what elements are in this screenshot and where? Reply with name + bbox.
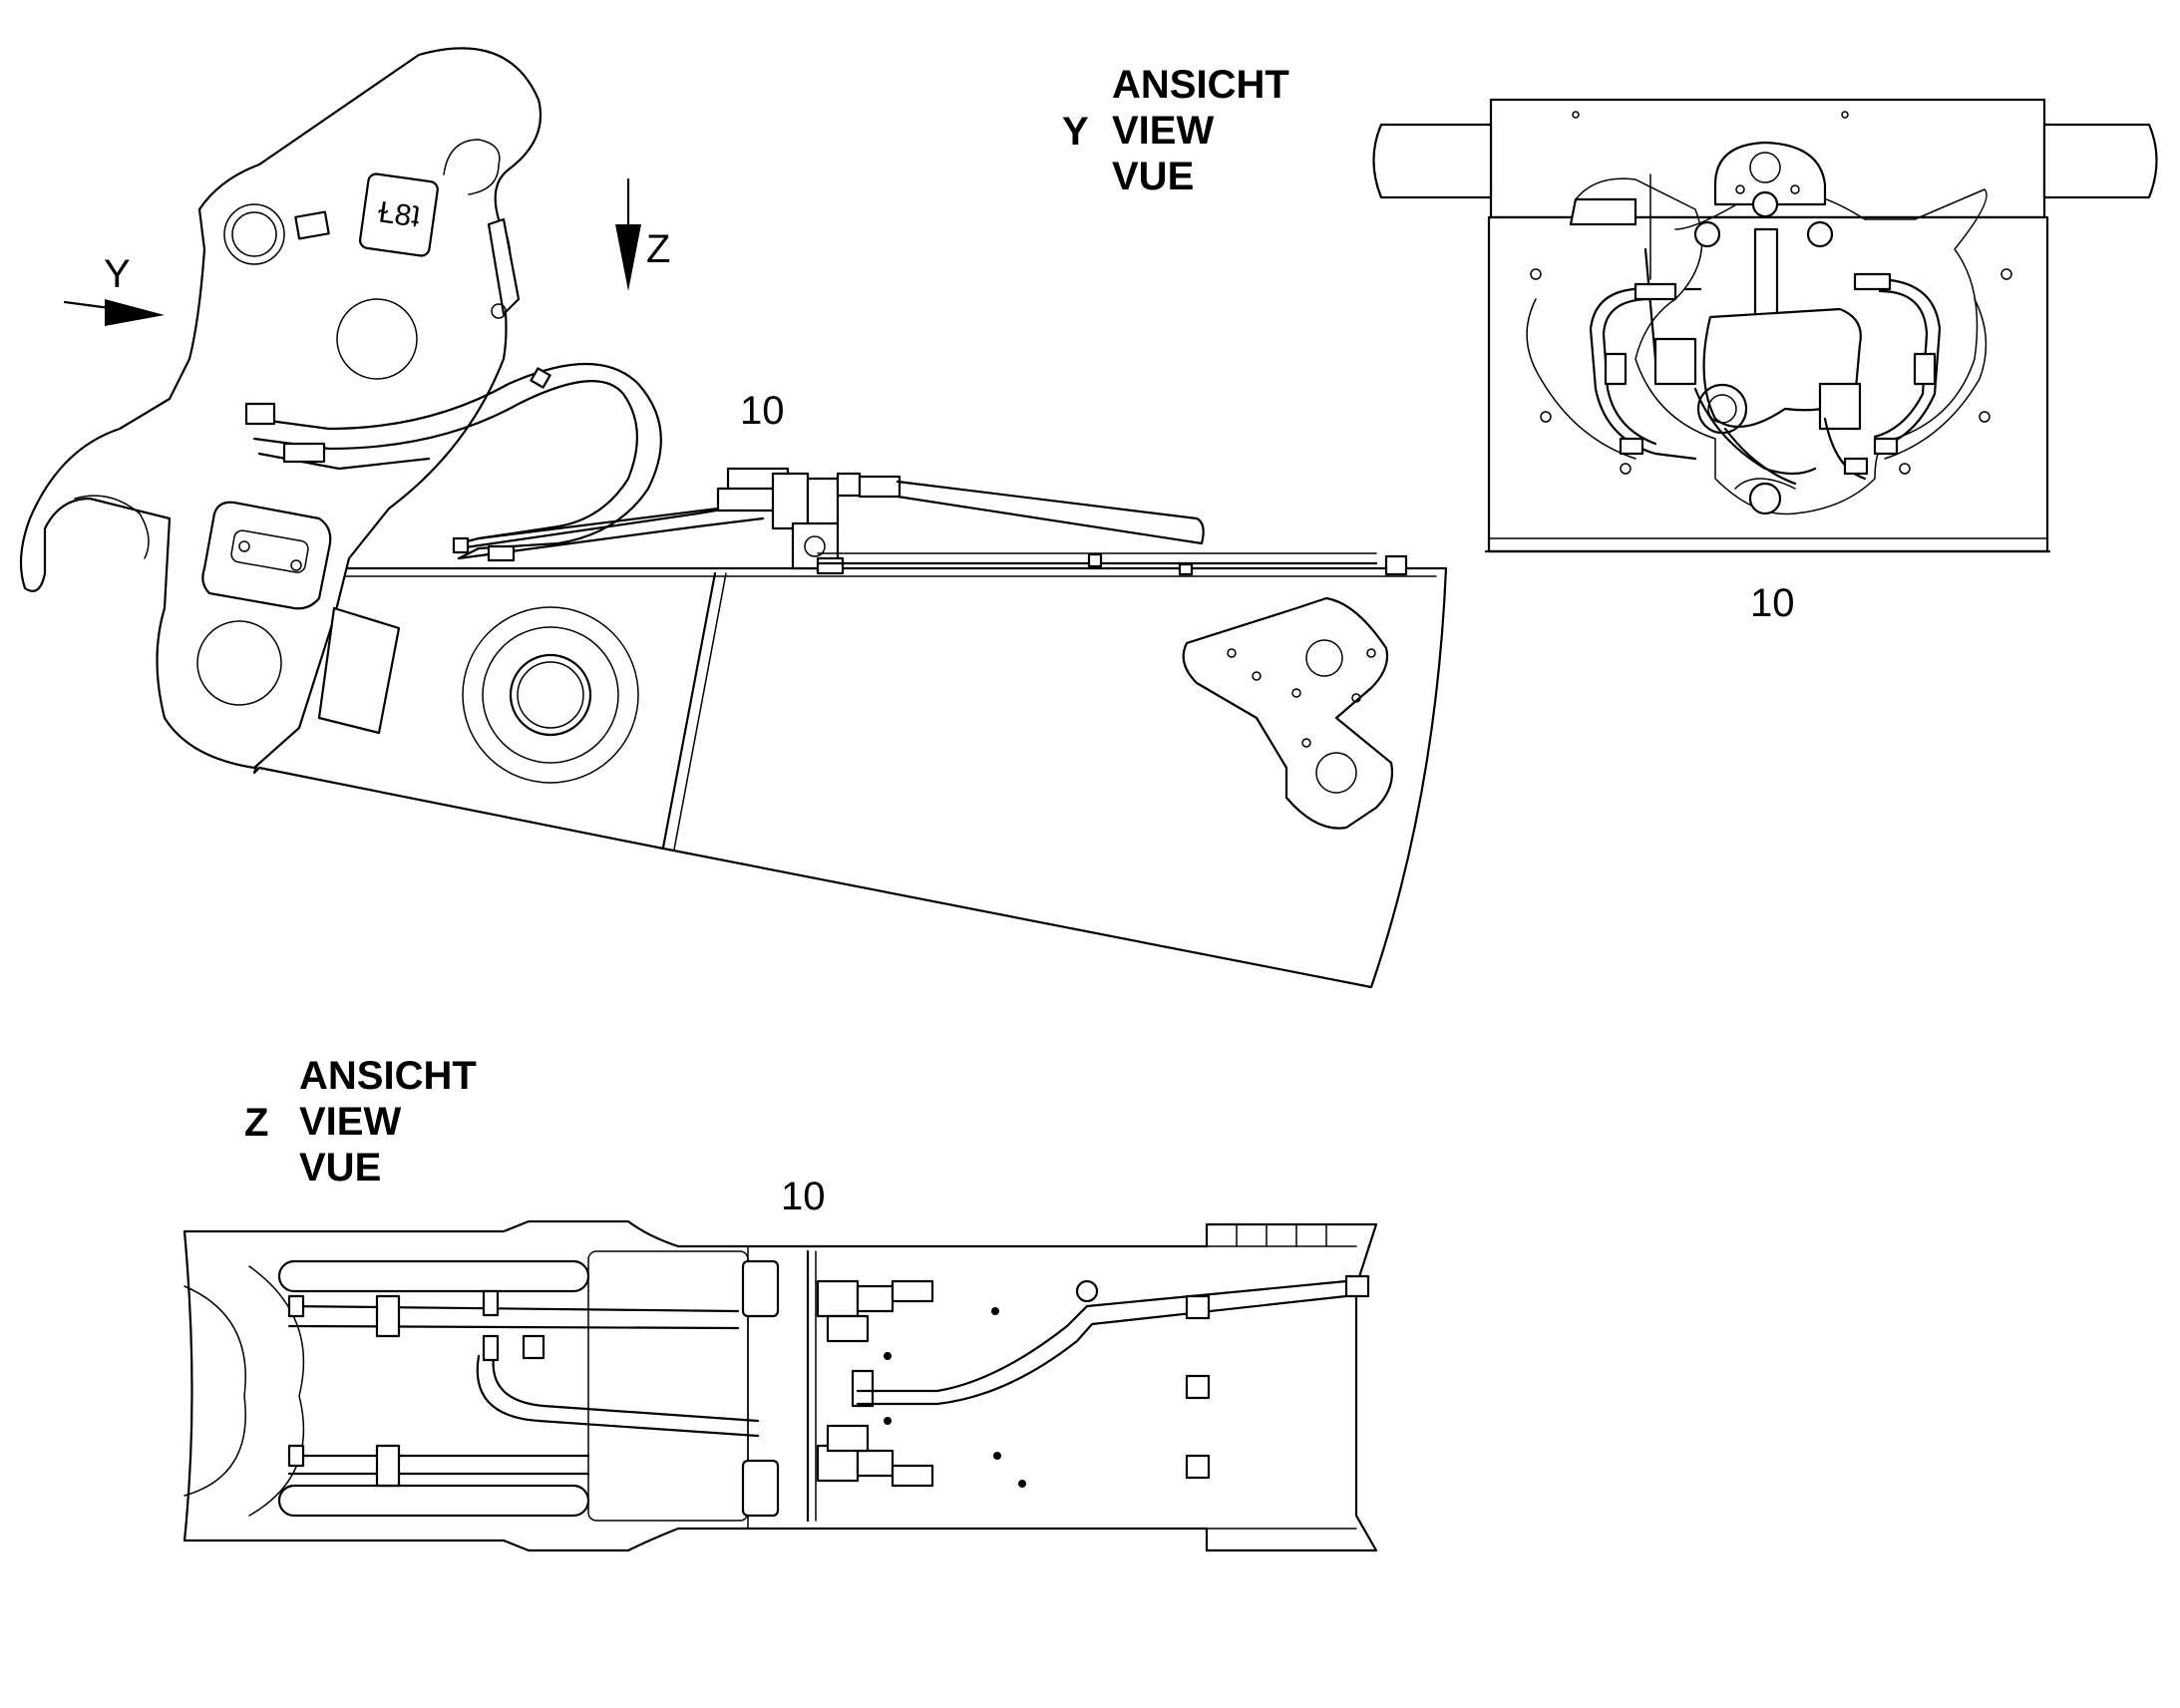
wedge-block: [317, 606, 401, 735]
callout-main: 10: [740, 389, 785, 433]
callout-view-y: 10: [1750, 581, 1795, 625]
view-y-heading: ANSICHT VIEW VUE: [1112, 62, 1289, 199]
view-z-line-2: VIEW: [299, 1100, 402, 1144]
view-y-line-2: VIEW: [1112, 109, 1215, 153]
view-y-letter: Y: [1062, 110, 1089, 154]
end-cap-right: [2042, 123, 2158, 199]
hydraulic-hose-loop: [252, 363, 662, 560]
pipe-right: [896, 480, 1205, 545]
view-z-end: [248, 1265, 305, 1517]
arrow-z-label: Z: [646, 227, 671, 271]
coupler-hook: [74, 495, 150, 559]
solenoid-lower: [741, 1459, 780, 1518]
view-z-body: [182, 1219, 1378, 1552]
mounting-plate: [1182, 596, 1394, 830]
solenoid-upper: [741, 1259, 780, 1318]
view-arrow-z: [615, 177, 641, 291]
hose-to-right: [856, 1279, 1348, 1393]
hydraulic-hose-main: [457, 502, 760, 550]
callout-view-z: 10: [781, 1175, 826, 1218]
coupler-pin-lower: [196, 620, 282, 706]
boom-pin-outer: [462, 606, 639, 784]
view-z-heading: ANSICHT VIEW VUE: [299, 1053, 477, 1191]
view-arrow-y: [63, 299, 165, 326]
main-side-view: Ɫ8ʇ: [19, 47, 1448, 989]
boom-pin-inner: [509, 653, 592, 737]
view-z-line-3: VUE: [299, 1146, 382, 1190]
lock-pad: [201, 501, 332, 610]
marking-plate: [358, 172, 439, 257]
boom-seam: [661, 571, 717, 850]
coupler-pin-middle: [336, 298, 418, 380]
coupler-pin-top: [223, 203, 285, 265]
lower-slot: [277, 1484, 590, 1518]
view-z-line-1: ANSICHT: [299, 1054, 477, 1098]
upper-slot: [277, 1259, 590, 1293]
view-y-line-1: ANSICHT: [1112, 63, 1289, 107]
top-fitting: [1713, 141, 1827, 206]
coupler-latch: [487, 217, 521, 316]
view-y-drawing: [1372, 98, 2158, 553]
solenoid-right: [1818, 382, 1862, 431]
view-y-line-3: VUE: [1112, 155, 1195, 198]
boom-arm: [252, 566, 1448, 989]
arrow-y-label: Y: [104, 252, 131, 296]
marking-plate-text: Ɫ8ʇ: [375, 195, 423, 234]
view-z-drawing: [182, 1219, 1378, 1552]
end-cap-left: [1372, 123, 1493, 199]
view-z-letter: Z: [244, 1101, 269, 1145]
valve-block: [716, 467, 902, 575]
solenoid-left: [1653, 337, 1697, 386]
